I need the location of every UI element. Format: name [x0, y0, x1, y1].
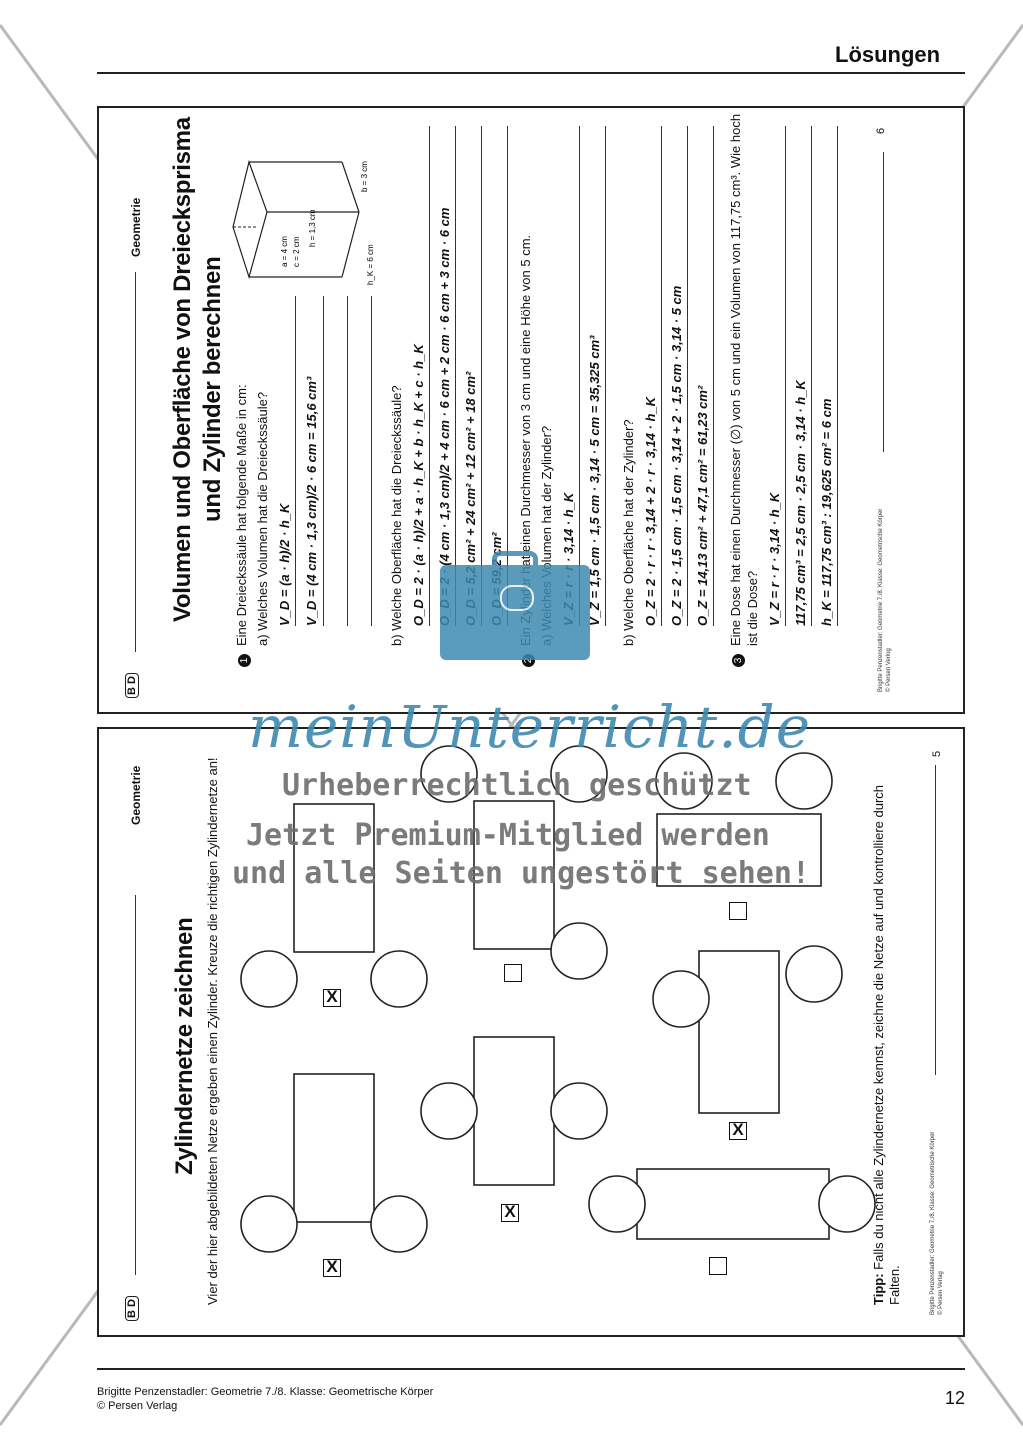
task3-formula2: 117,75 cm³ = 2,5 cm · 2,5 cm · 3,14 · h_…: [793, 380, 808, 626]
footer-line1: Brigitte Penzenstadler: Geometrie 7./8. …: [97, 1386, 434, 1398]
answer-line: [323, 296, 324, 626]
net-circle: [550, 745, 608, 803]
net-circle: [420, 1082, 478, 1140]
answer-line: [455, 126, 456, 626]
net-rectangle: [473, 800, 555, 950]
answer-line: [785, 126, 786, 626]
task2b-formula1: O_Z = 2 · r · r · 3,14 + 2 · r · 3,14 · …: [643, 396, 658, 626]
answer-line: [579, 126, 580, 626]
answer-line: [687, 126, 688, 626]
task3-formula1: V_Z = r · r · 3,14 · h_K: [767, 492, 782, 626]
checkbox-net7[interactable]: X: [729, 1121, 747, 1140]
subject-label: Geometrie: [129, 197, 143, 257]
answer-line: [605, 126, 606, 626]
answer-line: [371, 296, 372, 626]
checkbox-net1[interactable]: X: [323, 988, 341, 1007]
answer-line: [295, 296, 296, 626]
prism-label-hk: h_K = 6 cm: [366, 244, 375, 285]
net-circle: [818, 1175, 876, 1233]
watermark-logo: meinUnterricht.de: [248, 693, 812, 761]
watermark-briefcase-icon: [440, 551, 590, 660]
checkbox-net3[interactable]: [504, 964, 522, 982]
answer-line: [713, 126, 714, 626]
watermark-line3: und alle Seiten ungestört sehen!: [232, 856, 810, 891]
prism-label-c: c = 2 cm: [292, 236, 301, 267]
net-circle: [550, 922, 608, 980]
header-rule: [135, 272, 136, 652]
footer-rule: [883, 152, 884, 452]
net-rectangle: [293, 1073, 375, 1223]
task2b-question: b) Welche Oberfläche hat der Zylinder?: [621, 419, 636, 646]
net-circle: [420, 745, 478, 803]
prism-label-h: h = 1,3 cm: [308, 209, 317, 247]
worksheet-panel-cylinder-nets: B D Geometrie Zylindernetze zeichnen Vie…: [97, 727, 965, 1337]
task1a-question: a) Welches Volumen hat die Dreieckssäule…: [255, 391, 270, 646]
net-circle: [775, 752, 833, 810]
task3-number: 3: [729, 654, 745, 667]
net-rectangle: [293, 803, 375, 953]
page-title-line1: Volumen und Oberfläche von Dreiecksprism…: [169, 117, 196, 622]
task2b-formula3: O_Z = 14,13 cm² + 47,1 cm² = 61,23 cm²: [695, 385, 710, 626]
task1b-formula1: O_D = 2 · (a · h)/2 + a · h_K + b · h_K …: [411, 344, 426, 626]
header-divider: [97, 72, 965, 74]
task3-text1: Eine Dose hat einen Durchmesser (∅) von …: [728, 113, 743, 646]
page-number: 12: [945, 1388, 966, 1408]
answer-line: [811, 126, 812, 626]
answer-line: [429, 126, 430, 626]
task1b-formula2: O_D = 2 · (4 cm · 1,3 cm)/2 + 4 cm · 6 c…: [437, 207, 452, 626]
cloud-icon: [500, 585, 534, 611]
task3-text2: ist die Dose?: [745, 570, 760, 646]
task1a-formula2: V_D = (4 cm · 1,3 cm)/2 · 6 cm = 15,6 cm…: [304, 376, 319, 626]
panel-page-number: 6: [875, 127, 887, 134]
prism-label-a: a = 4 cm: [280, 236, 289, 267]
net-rectangle: [473, 1036, 555, 1186]
watermark-line1: Urheberrechtlich geschützt: [282, 768, 752, 803]
net-rectangle: [656, 813, 822, 887]
footer-divider: [97, 1368, 965, 1370]
checkbox-net6[interactable]: [709, 1257, 727, 1275]
answer-line: [347, 296, 348, 626]
answer-line: [837, 126, 838, 626]
level-badge: B D: [125, 673, 139, 698]
net-rectangle: [636, 1168, 830, 1240]
footer-credits: Brigitte Penzenstadler: Geometrie 7./8. …: [97, 1385, 433, 1413]
checkbox-net2[interactable]: X: [323, 1258, 341, 1277]
net-circle: [370, 950, 428, 1008]
rotated-content: B D Geometrie Volumen und Oberfläche von…: [99, 108, 963, 712]
net-circle: [588, 1175, 646, 1233]
cylinder-nets: [240, 745, 876, 1253]
net-circle: [240, 1195, 298, 1253]
page-header-title: Lösungen: [835, 42, 941, 67]
task2b-formula2: O_Z = 2 · 1,5 cm · 1,5 cm · 3,14 + 2 · 1…: [669, 285, 684, 626]
task1-number: 1: [235, 654, 251, 667]
net-circle: [652, 970, 710, 1028]
net-circle: [240, 950, 298, 1008]
prism-label-b: b = 3 cm: [360, 161, 369, 192]
net-circle: [550, 1082, 608, 1140]
task1a-formula1: V_D = (a · h)/2 · h_K: [277, 503, 292, 626]
task1-text: Eine Dreieckssäule hat folgende Maße in …: [234, 384, 249, 646]
task3-formula3: h_K = 117,75 cm³ : 19,625 cm² = 6 cm: [819, 398, 834, 626]
prism-diagram: a = 4 cm c = 2 cm b = 3 cm h = 1,3 cm h_…: [232, 159, 375, 285]
credit-line1: Brigitte Penzenstadler: Geometrie 7./8. …: [878, 508, 884, 692]
task1b-question: b) Welche Oberfläche hat die Dreieckssäu…: [389, 385, 404, 646]
net-circle: [370, 1195, 428, 1253]
answer-line: [481, 126, 482, 626]
footer-line2: © Persen Verlag: [97, 1400, 178, 1412]
answer-line: [661, 126, 662, 626]
net-rectangle: [698, 950, 780, 1114]
credit-line2: © Persen Verlog: [886, 648, 892, 692]
watermark-line2: Jetzt Premium-Mitglied werden: [246, 818, 770, 853]
net-circle: [785, 945, 843, 1003]
checkbox-net4[interactable]: X: [501, 1203, 519, 1222]
checkbox-net5[interactable]: [729, 902, 747, 920]
net-circle: [655, 752, 713, 810]
page-title-line2: und Zylinder berechnen: [199, 256, 226, 522]
